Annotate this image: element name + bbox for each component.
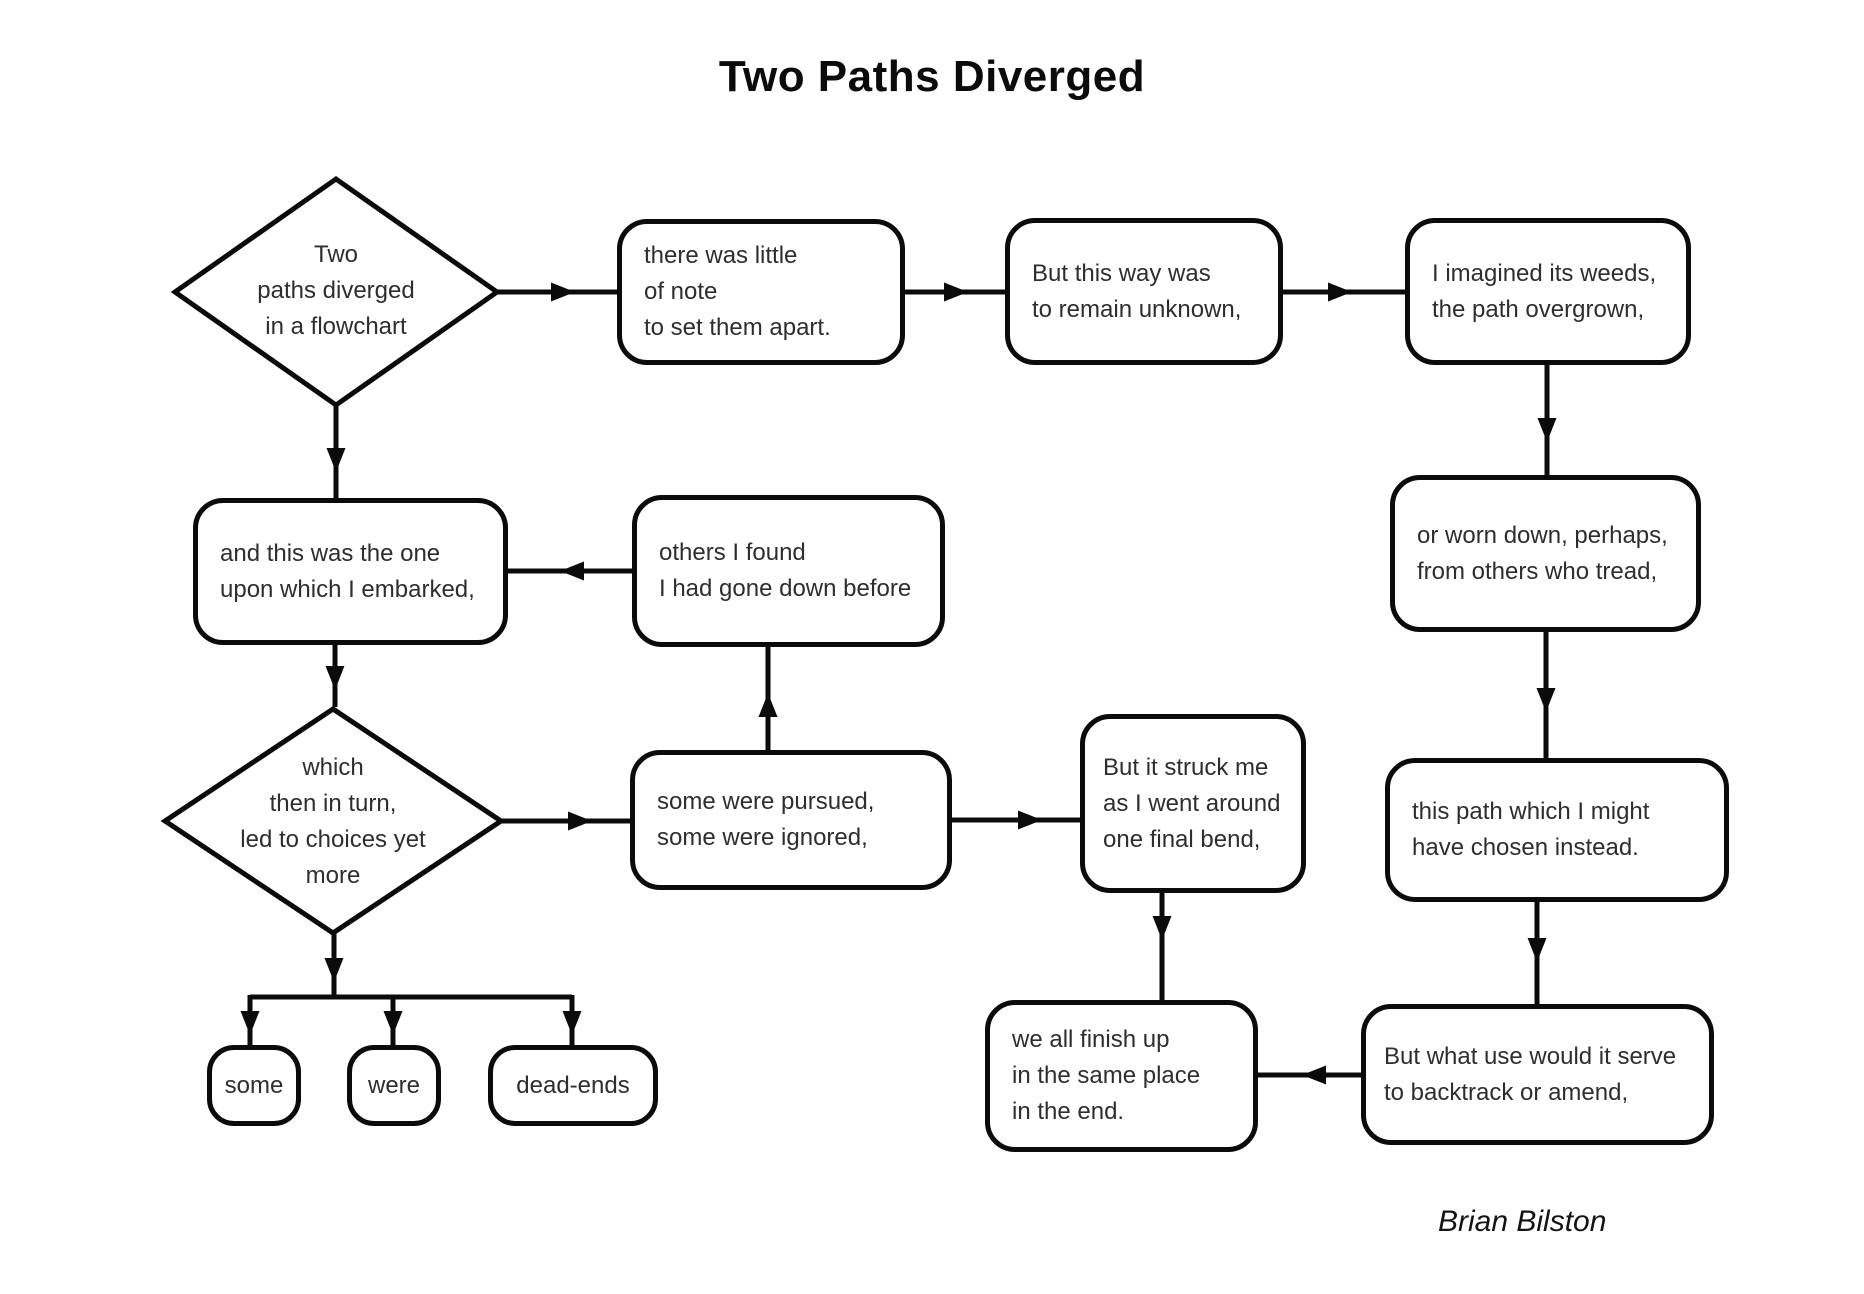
node-finish-up: we all finish up in the same place in th…	[985, 1000, 1258, 1152]
arrowhead-icon	[324, 958, 344, 982]
arrowhead-icon	[1536, 688, 1556, 712]
arrowhead-icon	[1527, 938, 1547, 962]
node-dead-ends: dead-ends	[488, 1045, 658, 1126]
node-remain-unknown: But this way was to remain unknown,	[1005, 218, 1283, 365]
node-embarked: and this was the one upon which I embark…	[193, 498, 508, 645]
author-attribution: Brian Bilston	[1438, 1205, 1607, 1238]
node-backtrack: But what use would it serve to backtrack…	[1361, 1004, 1714, 1145]
node-start-diamond: Two paths diverged in a flowchart	[257, 241, 415, 340]
arrowhead-icon	[1537, 418, 1557, 442]
arrowhead-icon	[562, 1011, 582, 1035]
node-imagined-weeds: I imagined its weeds, the path overgrown…	[1405, 218, 1691, 365]
node-some: some	[207, 1045, 301, 1126]
node-pursued-ignored: some were pursued, some were ignored,	[630, 750, 952, 890]
arrowhead-icon	[568, 811, 592, 831]
arrowhead-icon	[560, 561, 584, 581]
arrowhead-icon	[1152, 916, 1172, 940]
arrowhead-icon	[326, 448, 346, 472]
arrowhead-icon	[1302, 1065, 1326, 1085]
node-others-found: others I found I had gone down before	[632, 495, 945, 647]
arrowhead-icon	[551, 282, 575, 302]
arrowhead-icon	[1018, 810, 1042, 830]
arrowhead-icon	[383, 1011, 403, 1035]
node-chosen-instead: this path which I might have chosen inst…	[1385, 758, 1729, 902]
arrowhead-icon	[325, 666, 345, 690]
flow-arrows	[240, 282, 1557, 1085]
node-choices-diamond: which then in turn, led to choices yet m…	[240, 754, 426, 889]
node-little-of-note: there was little of note to set them apa…	[617, 219, 905, 365]
node-struck-me: But it struck me as I went around one fi…	[1080, 714, 1306, 893]
node-were: were	[347, 1045, 441, 1126]
arrowhead-icon	[944, 282, 968, 302]
arrowhead-icon	[1328, 282, 1352, 302]
arrowhead-icon	[240, 1011, 260, 1035]
node-worn-down: or worn down, perhaps, from others who t…	[1390, 475, 1701, 632]
poem-title: Two Paths Diverged	[718, 52, 1146, 101]
arrowhead-icon	[758, 693, 778, 717]
